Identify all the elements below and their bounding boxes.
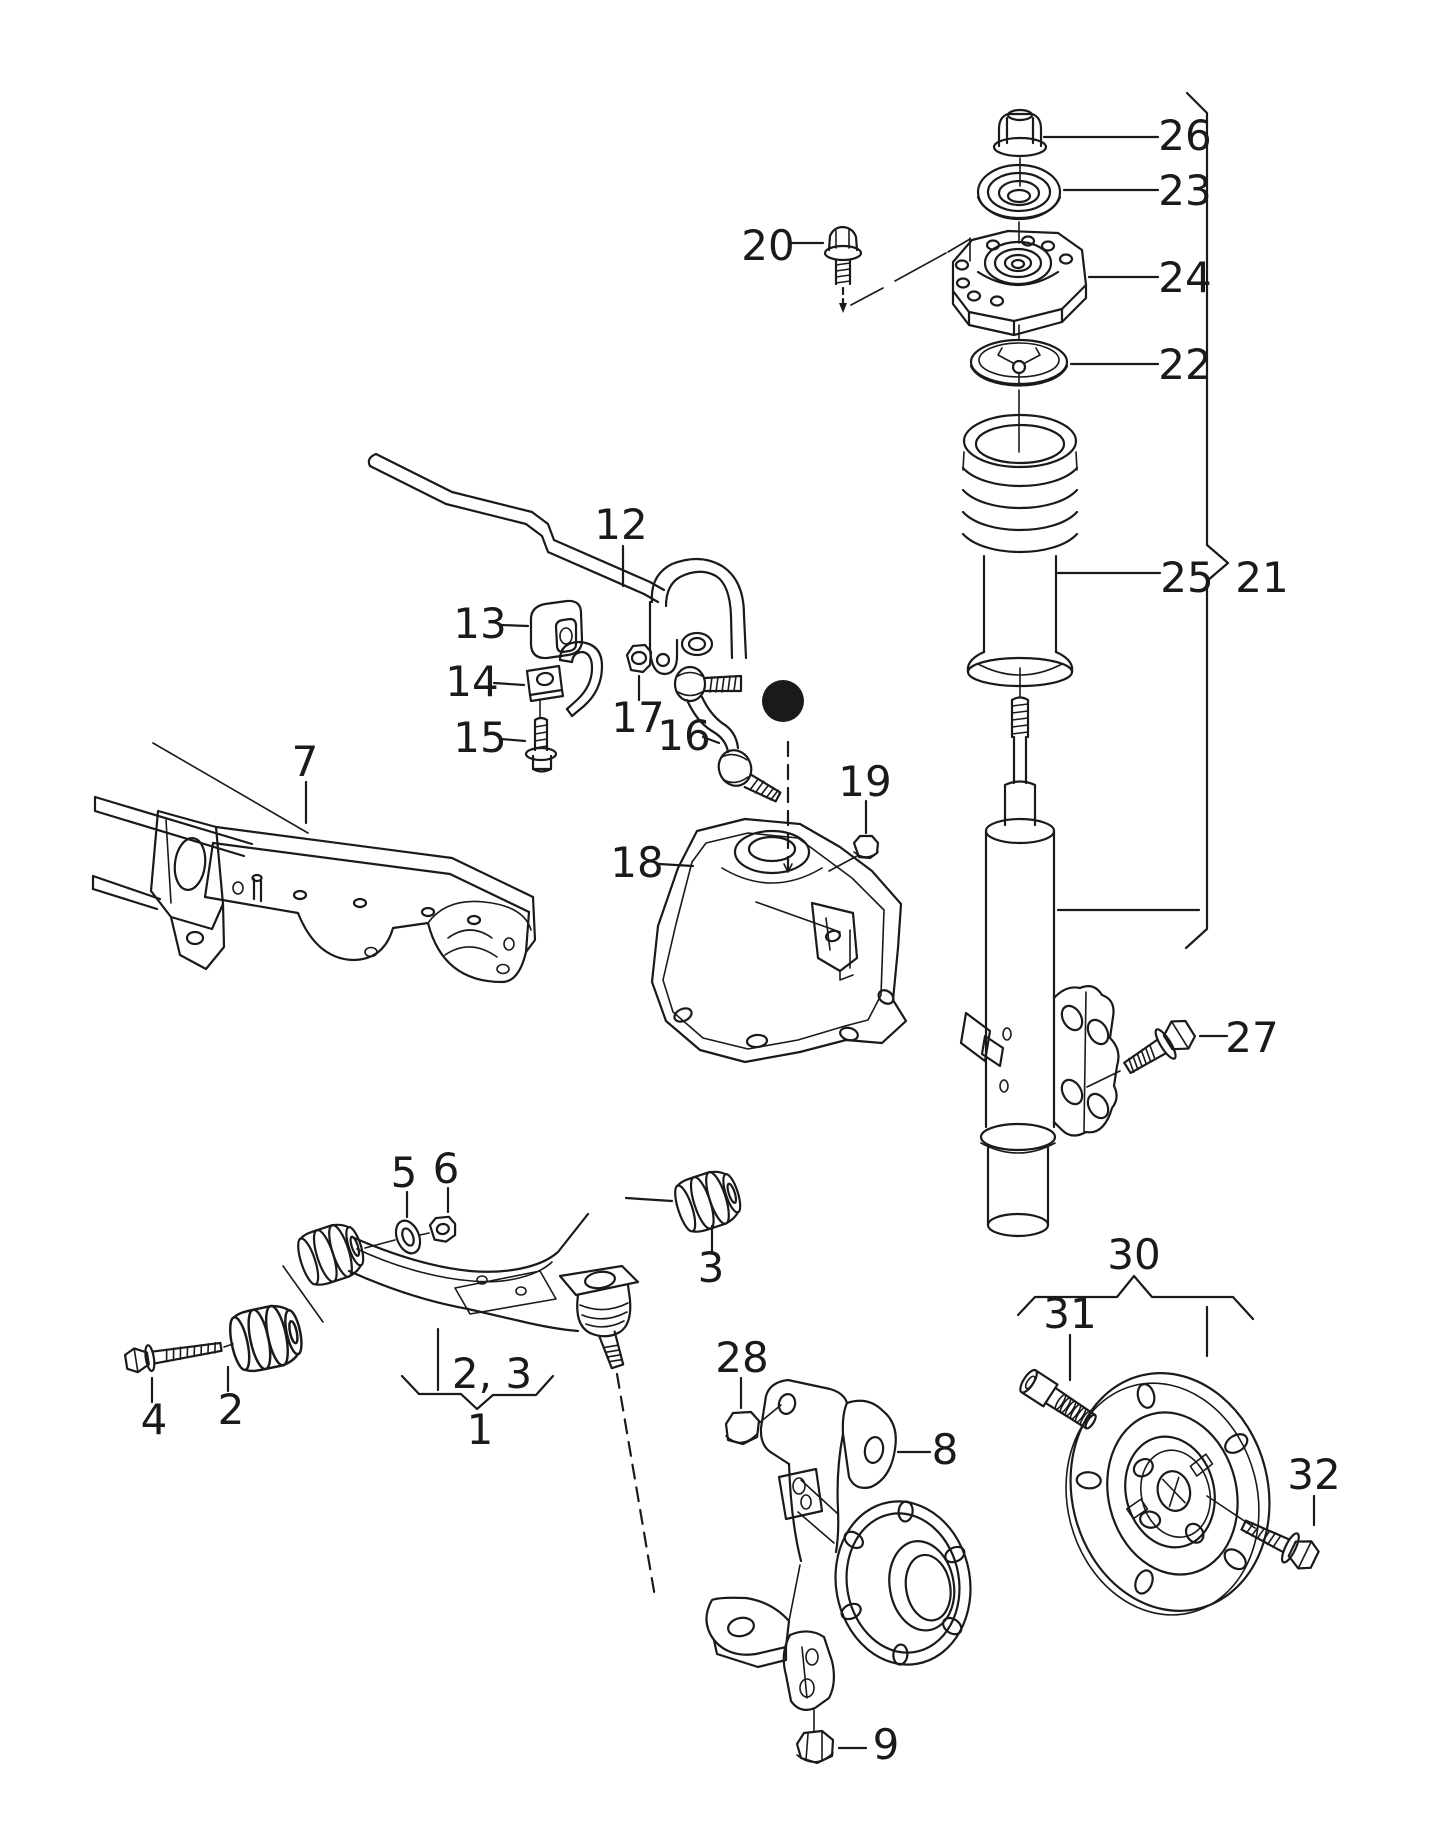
callout-26[interactable]: 26: [1158, 111, 1211, 160]
callout-2[interactable]: 2: [218, 1385, 245, 1434]
stabilizer-link: [673, 665, 782, 803]
callout-27[interactable]: 27: [1225, 1013, 1278, 1062]
leader-14: [492, 681, 526, 687]
stabilizer-bar: [367, 452, 748, 676]
leader-16: [701, 735, 721, 745]
callout-17[interactable]: 17: [611, 693, 664, 742]
highlight-position-dot: [762, 680, 804, 722]
callout-leader-lines: [150, 91, 1316, 1750]
leader-3-bushing: [624, 1196, 674, 1203]
callout-labels: 1 2 2, 3 3 4 5 6 7 8 9 12 13 14 15 16 17…: [141, 111, 1341, 1769]
link-nut: [625, 643, 653, 674]
callout-23[interactable]: 23: [1158, 166, 1211, 215]
callout-16[interactable]: 16: [657, 711, 710, 760]
callout-21[interactable]: 21: [1235, 553, 1288, 602]
callout-28[interactable]: 28: [715, 1333, 768, 1382]
bracket-21: [1184, 91, 1230, 950]
strut-body: [959, 817, 1120, 1238]
seat-nut: [828, 834, 880, 872]
strut-top-nut: [992, 108, 1048, 187]
pinch-nut: [724, 1404, 782, 1446]
callout-32[interactable]: 32: [1287, 1450, 1340, 1499]
strut-clamp-bolt: [1086, 1019, 1197, 1088]
strut-dust-boot: [961, 413, 1079, 688]
callout-2-3[interactable]: 2, 3: [452, 1349, 532, 1398]
bracket-30: [1016, 1274, 1255, 1321]
hub-hex-bolt: [1206, 1495, 1320, 1570]
callout-12[interactable]: 12: [594, 500, 647, 549]
wheel-hub: [1065, 1372, 1271, 1616]
callout-5[interactable]: 5: [391, 1148, 418, 1197]
balljoint-axis-line: [615, 1372, 657, 1599]
callout-13[interactable]: 13: [453, 599, 506, 648]
arm-front-bolt: [123, 1341, 234, 1374]
callout-4[interactable]: 4: [141, 1395, 168, 1444]
mount-bolt: [823, 225, 971, 313]
callout-30[interactable]: 30: [1107, 1230, 1160, 1279]
callout-24[interactable]: 24: [1158, 253, 1211, 302]
callout-14[interactable]: 14: [445, 657, 498, 706]
callout-3[interactable]: 3: [698, 1243, 725, 1292]
strut-mount: [951, 229, 1088, 337]
callout-25[interactable]: 25: [1160, 553, 1213, 602]
callout-18[interactable]: 18: [610, 838, 663, 887]
callout-15[interactable]: 15: [453, 713, 506, 762]
callout-9[interactable]: 9: [873, 1720, 900, 1769]
subframe: [91, 742, 537, 984]
callout-7[interactable]: 7: [292, 737, 319, 786]
strut-cap: [969, 324, 1069, 453]
callout-19[interactable]: 19: [838, 757, 891, 806]
hub-socket-bolt: [1019, 1368, 1097, 1430]
callout-8[interactable]: 8: [932, 1425, 959, 1474]
leader-15: [499, 737, 527, 743]
callout-22[interactable]: 22: [1158, 340, 1211, 389]
stabilizer-clamp: [525, 640, 604, 718]
control-arm: [224, 1164, 747, 1377]
callout-1[interactable]: 1: [467, 1405, 494, 1454]
knuckle-nut: [795, 1729, 835, 1765]
strut-piston-rod: [1003, 667, 1037, 827]
callout-31[interactable]: 31: [1043, 1289, 1096, 1338]
stabilizer-bushing: [529, 599, 584, 660]
spring-seat-plate: [650, 817, 908, 1064]
steering-knuckle: [705, 1378, 972, 1732]
bracket-1: [400, 1374, 555, 1411]
arm-guide-line: [282, 1265, 324, 1323]
arm-washer: [394, 1219, 422, 1255]
link-axis-arrow: [783, 863, 793, 873]
arm-nut: [364, 1215, 457, 1249]
leader-13: [499, 623, 530, 628]
leader-18: [657, 862, 695, 868]
clamp-bolt: [524, 699, 558, 773]
callout-20[interactable]: 20: [741, 221, 794, 270]
callout-6[interactable]: 6: [433, 1144, 460, 1193]
